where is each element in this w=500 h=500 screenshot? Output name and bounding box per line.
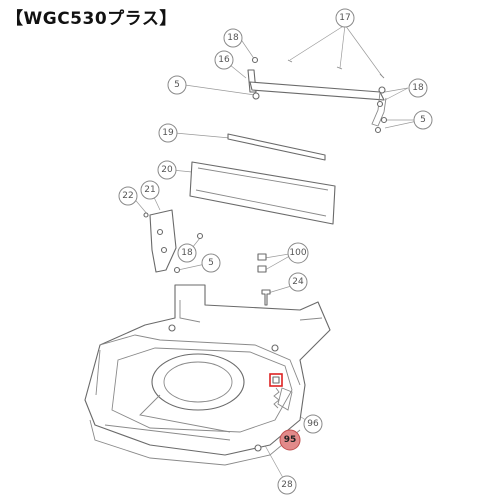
- callout-5-lower: 5: [201, 253, 221, 273]
- callout-18: 18: [223, 28, 243, 48]
- callout-17: 17: [335, 8, 355, 28]
- callout-28: 28: [277, 475, 297, 495]
- svg-text:21: 21: [144, 185, 155, 195]
- spring-part-95: [269, 373, 283, 409]
- side-bracket-part: [143, 209, 204, 274]
- svg-text:18: 18: [412, 83, 424, 93]
- svg-text:20: 20: [161, 165, 173, 175]
- callout-markers: 17 18 16 5 18 5 19 20 22 21 18 5 100 24 …: [118, 8, 433, 495]
- callout-95-highlighted: 95: [279, 429, 301, 451]
- callout-21: 21: [140, 180, 160, 200]
- fastener-parts: [257, 253, 271, 306]
- svg-text:5: 5: [208, 258, 214, 268]
- svg-text:5: 5: [420, 115, 426, 125]
- callout-16: 16: [214, 50, 234, 70]
- svg-text:28: 28: [281, 480, 293, 490]
- svg-text:96: 96: [307, 419, 319, 429]
- deck-body-part: [84, 284, 331, 466]
- model-title: 【WGC530プラス】: [6, 9, 177, 29]
- svg-text:16: 16: [218, 55, 230, 65]
- svg-text:18: 18: [181, 248, 193, 258]
- svg-text:17: 17: [339, 13, 350, 23]
- svg-text:19: 19: [162, 128, 174, 138]
- callout-5: 5: [167, 75, 187, 95]
- callout-19: 19: [158, 123, 178, 143]
- callout-18-lower: 18: [177, 243, 197, 263]
- svg-text:22: 22: [122, 191, 133, 201]
- callout-18-right: 18: [408, 78, 428, 98]
- callout-100: 100: [287, 242, 309, 264]
- panel-plate-part: [189, 161, 336, 225]
- callout-24: 24: [288, 272, 308, 292]
- svg-text:95: 95: [284, 435, 297, 445]
- svg-text:5: 5: [174, 80, 180, 90]
- upper-linkage-part: [247, 56, 388, 134]
- svg-text:18: 18: [227, 33, 239, 43]
- callout-20: 20: [157, 160, 177, 180]
- flat-bar-part: [227, 133, 326, 161]
- svg-text:24: 24: [292, 277, 304, 287]
- svg-text:100: 100: [289, 248, 306, 258]
- callout-96: 96: [303, 414, 323, 434]
- callout-5-right: 5: [413, 110, 433, 130]
- callout-22: 22: [118, 186, 138, 206]
